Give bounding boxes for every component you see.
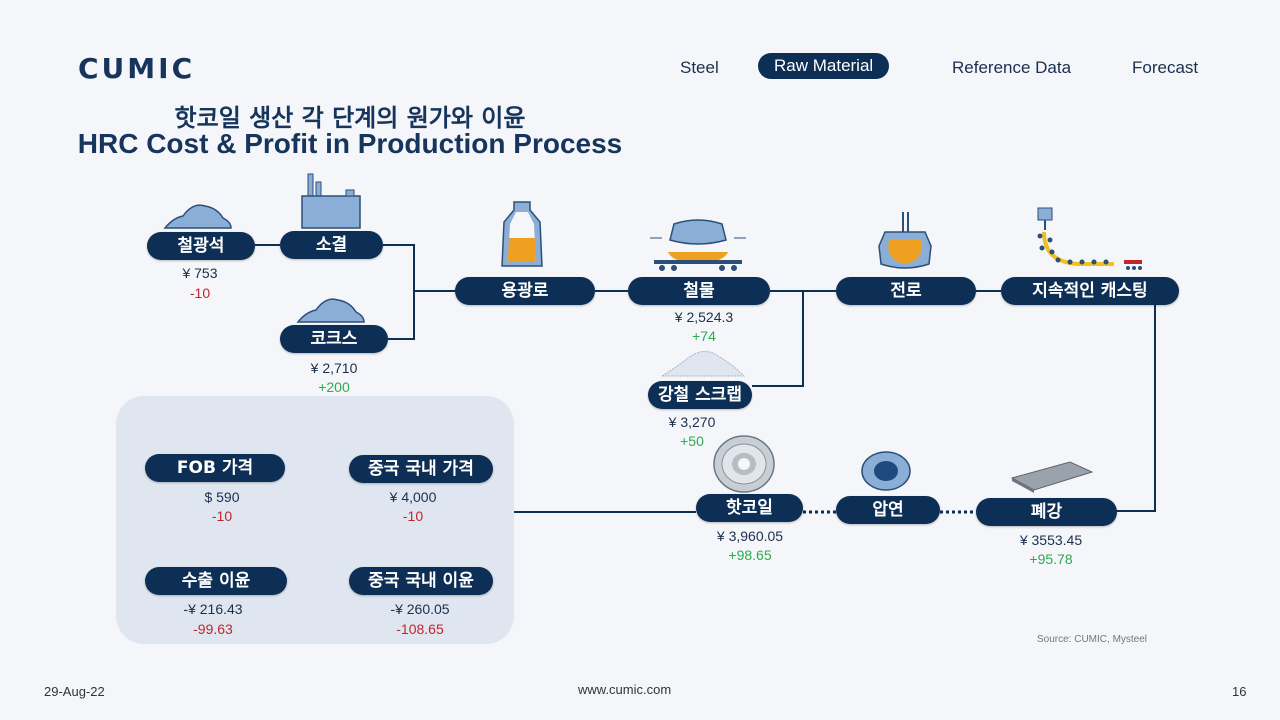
- slab-price: ¥ 3553.45: [1019, 532, 1083, 548]
- export-profit-change: -99.63: [193, 621, 233, 637]
- summary-china-domestic-price: 중국 국내 가격: [349, 455, 493, 483]
- tab-forecast[interactable]: Forecast: [1132, 58, 1199, 77]
- summary-china-domestic-profit: 중국 국내 이윤: [349, 567, 493, 595]
- stage-hot-rolled-coil: 핫코일: [696, 494, 803, 522]
- tab-steel[interactable]: Steel: [680, 58, 719, 77]
- scrap-pile-icon: [660, 351, 746, 377]
- china-profit-value: -¥ 260.05: [390, 601, 450, 617]
- brand-logo: CUMIC: [78, 52, 196, 85]
- rolled-coil-icon: [861, 451, 911, 491]
- stage-coke: 코크스: [280, 325, 388, 353]
- iron-ore-price: ¥ 753: [182, 265, 218, 281]
- tab-raw-material[interactable]: Raw Material: [758, 53, 890, 79]
- stage-pig-iron: 철물: [628, 277, 770, 305]
- factory-icon: [301, 173, 361, 229]
- hrc-price: ¥ 3,960.05: [716, 528, 784, 544]
- export-profit-value: -¥ 216.43: [183, 601, 243, 617]
- china-price-value: ¥ 4,000: [389, 489, 437, 505]
- stage-rolling: 압연: [836, 496, 940, 524]
- summary-fob-price: FOB 가격: [145, 454, 285, 482]
- profit-summary-panel: [116, 396, 514, 644]
- stage-sinter: 소결: [280, 231, 383, 259]
- coke-price: ¥ 2,710: [310, 360, 358, 376]
- scrap-change: +50: [680, 433, 704, 449]
- ore-pile-icon: [163, 204, 232, 229]
- coil-icon: [713, 435, 775, 493]
- ladle-car-icon: [650, 219, 746, 271]
- footer-date: 29-Aug-22: [44, 684, 105, 699]
- page-number: 16: [1232, 684, 1247, 699]
- converter-icon: [878, 212, 932, 269]
- page-title-english: HRC Cost & Profit in Production Process: [77, 128, 623, 159]
- fob-price-change: -10: [211, 508, 233, 524]
- caster-icon: [1037, 207, 1142, 270]
- stage-scrap: 강철 스크랩: [648, 381, 752, 409]
- scrap-price: ¥ 3,270: [668, 414, 716, 430]
- china-price-change: -10: [402, 508, 424, 524]
- coke-change: +200: [318, 379, 350, 395]
- iron-ore-change: -10: [189, 285, 211, 301]
- slab-icon: [1010, 461, 1094, 493]
- source-note: Source: CUMIC, Mysteel: [1037, 634, 1148, 645]
- china-profit-change: -108.65: [396, 621, 444, 637]
- pig-iron-change: +74: [692, 328, 716, 344]
- summary-export-profit: 수출 이윤: [145, 567, 287, 595]
- footer-url[interactable]: www.cumic.com: [578, 682, 672, 697]
- fob-price-value: $ 590: [204, 489, 240, 505]
- tab-reference-data[interactable]: Reference Data: [952, 58, 1072, 77]
- stage-slab: 폐강: [976, 498, 1117, 526]
- blast-furnace-icon: [501, 201, 543, 267]
- hrc-change: +98.65: [728, 547, 772, 563]
- slab-change: +95.78: [1029, 551, 1073, 567]
- stage-converter: 전로: [836, 277, 976, 305]
- stage-continuous-casting: 지속적인 캐스팅: [1001, 277, 1179, 305]
- stage-iron-ore: 철광석: [147, 232, 255, 260]
- pig-iron-price: ¥ 2,524.3: [674, 309, 734, 325]
- page-title-korean: 핫코일 생산 각 단계의 원가와 이윤: [174, 104, 526, 132]
- stage-blast-furnace: 용광로: [455, 277, 595, 305]
- ore-pile-icon: [296, 298, 365, 323]
